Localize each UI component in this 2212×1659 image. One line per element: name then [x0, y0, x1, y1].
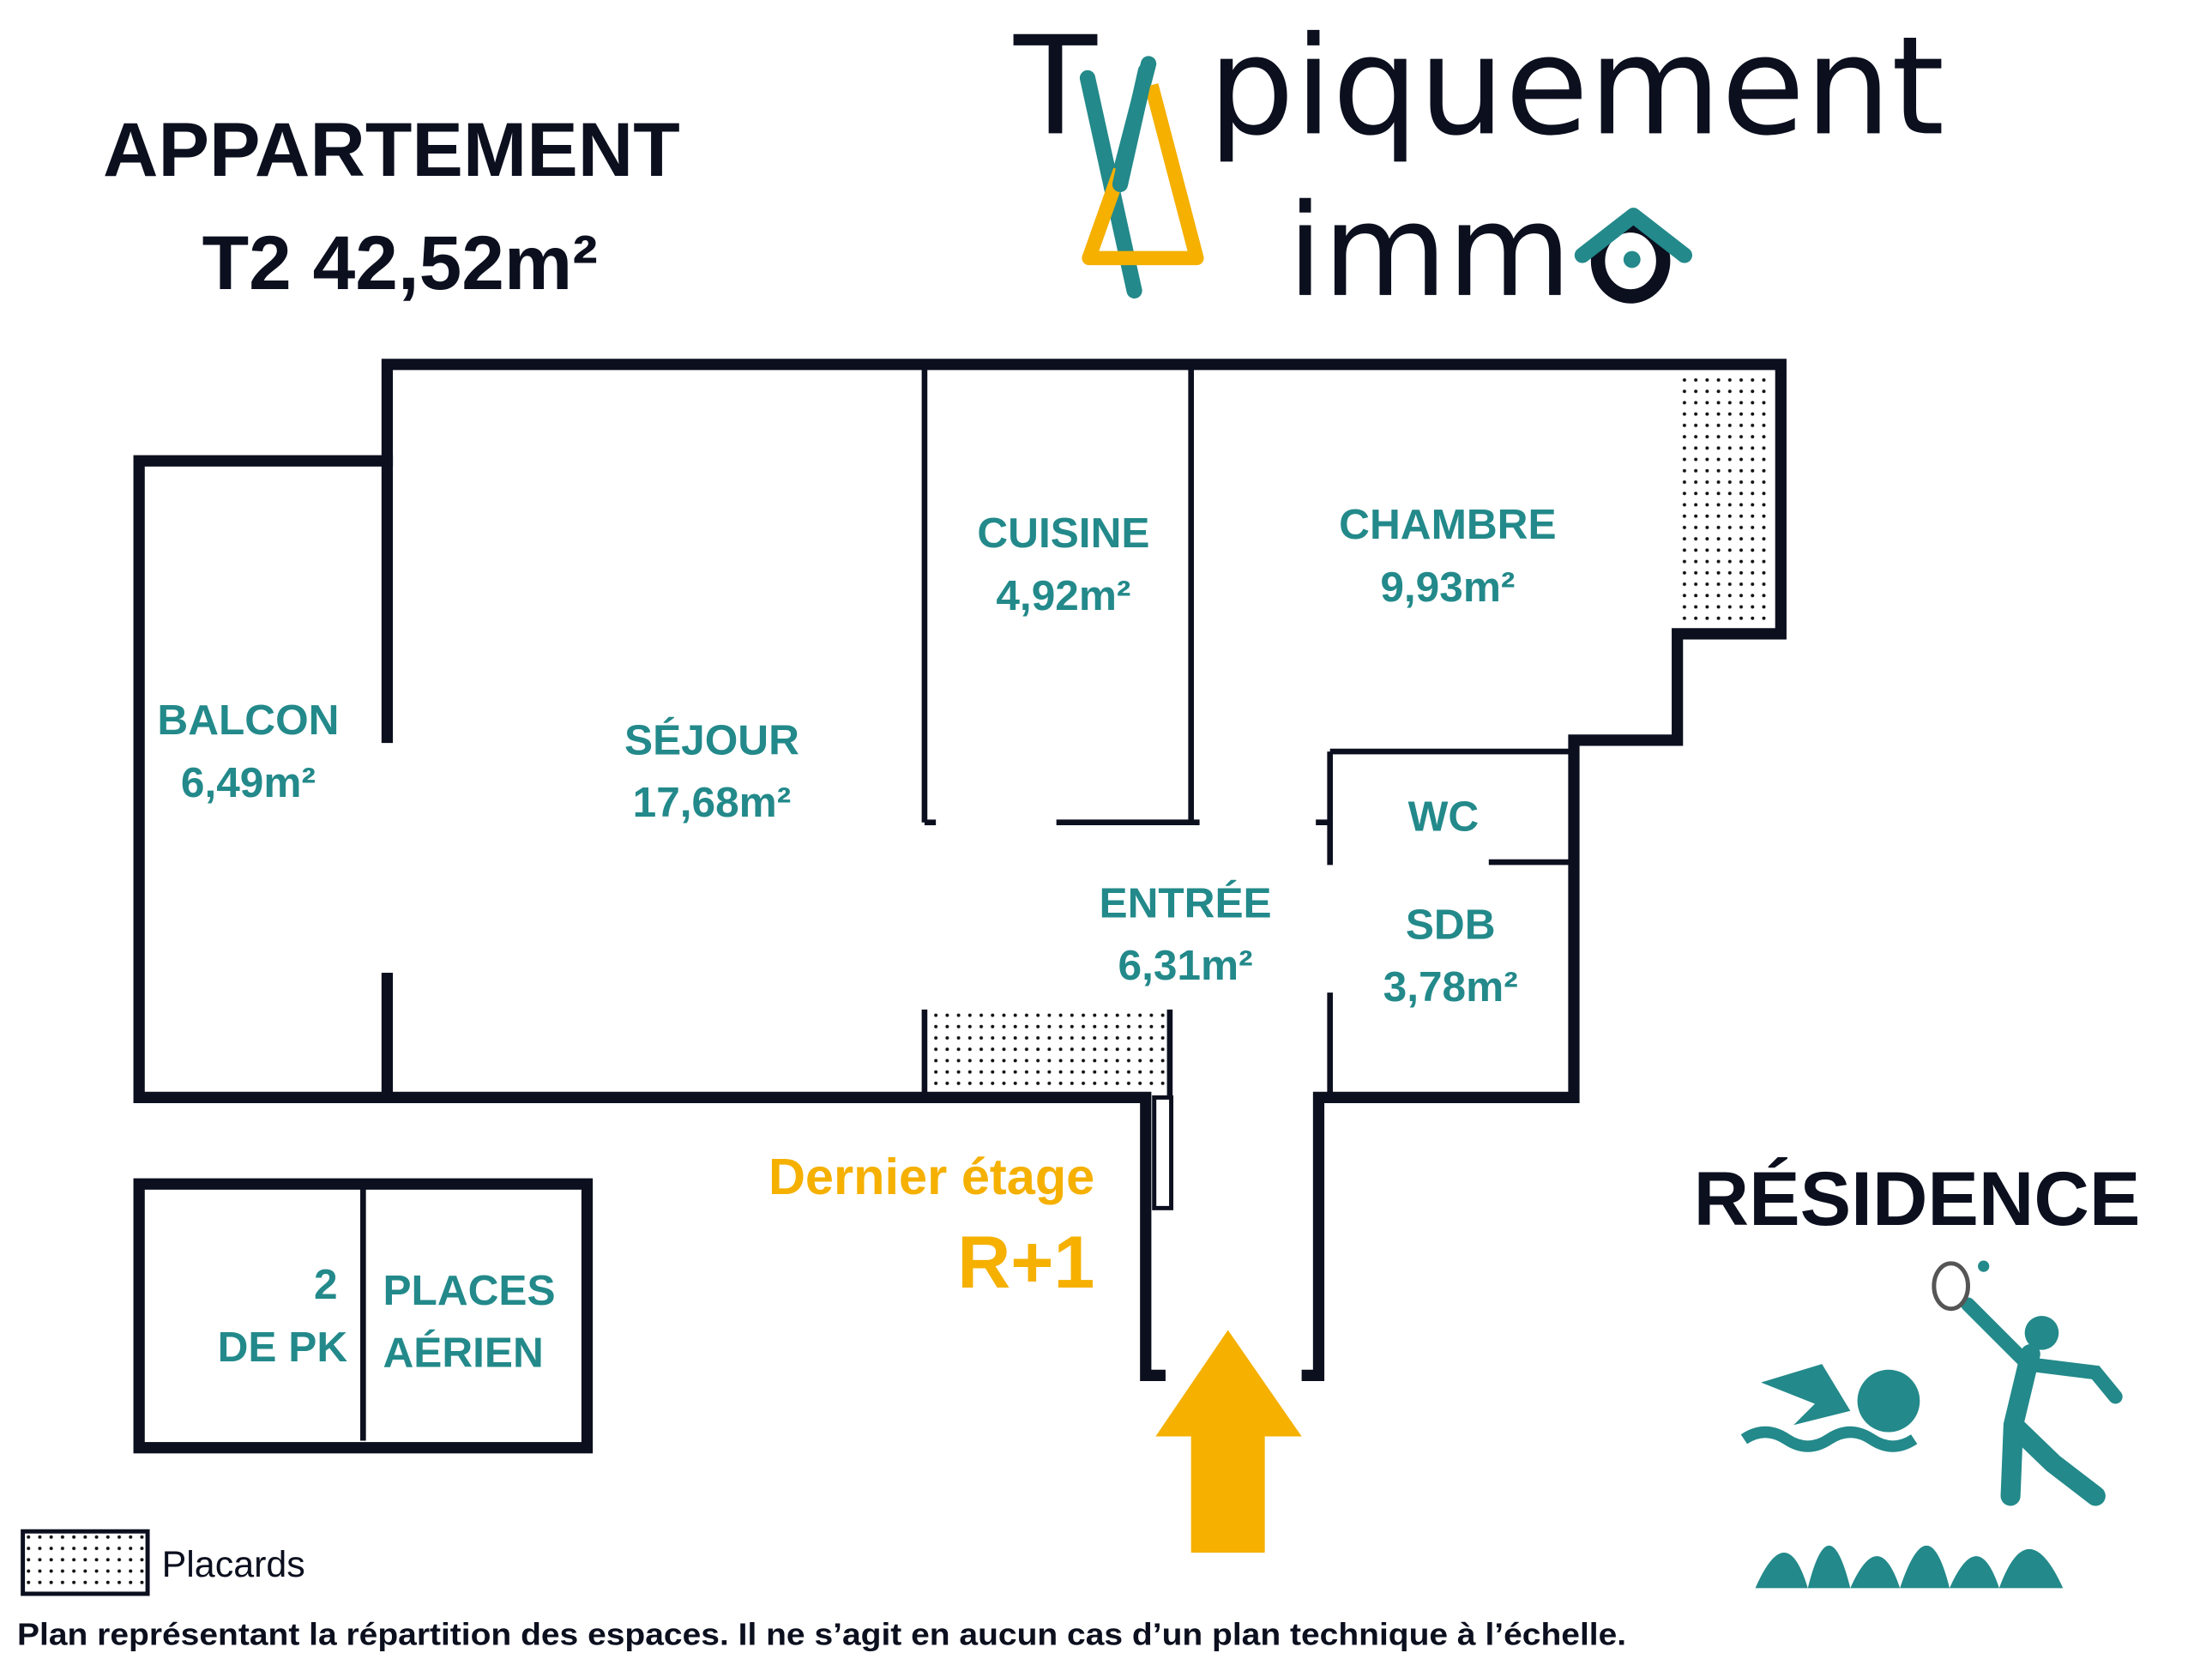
room-balcon-name: BALCON: [157, 696, 339, 744]
logo-text-piquement: piquement: [1208, 8, 1945, 166]
legend-placards-swatch: [21, 1529, 150, 1596]
closet-sejour: [927, 1009, 1166, 1092]
room-entree-name: ENTRÉE: [1100, 878, 1272, 926]
title-surface: T2 42,52m²: [202, 220, 598, 305]
room-balcon-area: 6,49m²: [181, 758, 316, 806]
room-cuisine-name: CUISINE: [977, 509, 1149, 557]
grass-icon: [1755, 1545, 2064, 1589]
room-entree-area: 6,31m²: [1118, 941, 1253, 989]
parking-count: 2: [314, 1260, 338, 1308]
room-sdb-area: 3,78m²: [1383, 962, 1518, 1010]
room-sejour-area: 17,68m²: [633, 778, 792, 826]
parking-box: 2 DE PK PLACES AÉRIEN: [133, 1178, 594, 1454]
parking-label-left: DE PK: [218, 1323, 348, 1371]
floor-label: Dernier étage: [768, 1148, 1094, 1205]
logo-text-immo: imm: [1287, 178, 1571, 326]
walls: [133, 359, 1787, 1382]
room-sdb-name: SDB: [1406, 900, 1496, 948]
room-cuisine-area: 4,92m²: [996, 571, 1130, 619]
residence-title: RÉSIDENCE: [1694, 1155, 2141, 1241]
room-sejour-name: SÉJOUR: [624, 715, 799, 763]
house-icon: [1574, 208, 1693, 304]
room-chambre-name: CHAMBRE: [1339, 500, 1556, 548]
logo-y-stroke: [1112, 63, 1154, 192]
brand-logo: T piquement imm: [1013, 8, 1944, 325]
tennis-player-icon: [1932, 1260, 2123, 1506]
disclaimer-text: Plan représentant la répartition des esp…: [17, 1616, 1626, 1651]
swimming-pool-icon: [1740, 1364, 1920, 1452]
room-chambre-area: 9,93m²: [1380, 563, 1515, 611]
logo-triangle-icon: [1082, 83, 1204, 266]
legend-placards-label: Placards: [162, 1544, 305, 1585]
parking-label-aerien: AÉRIEN: [383, 1328, 543, 1376]
entrance-arrow-icon: [1155, 1330, 1302, 1553]
title-apartment: APPARTEMENT: [103, 106, 680, 192]
room-wc-name: WC: [1408, 793, 1480, 841]
floor-level: R+1: [957, 1222, 1094, 1304]
parking-label-places: PLACES: [383, 1266, 555, 1314]
closet-chambre: [1681, 371, 1773, 624]
